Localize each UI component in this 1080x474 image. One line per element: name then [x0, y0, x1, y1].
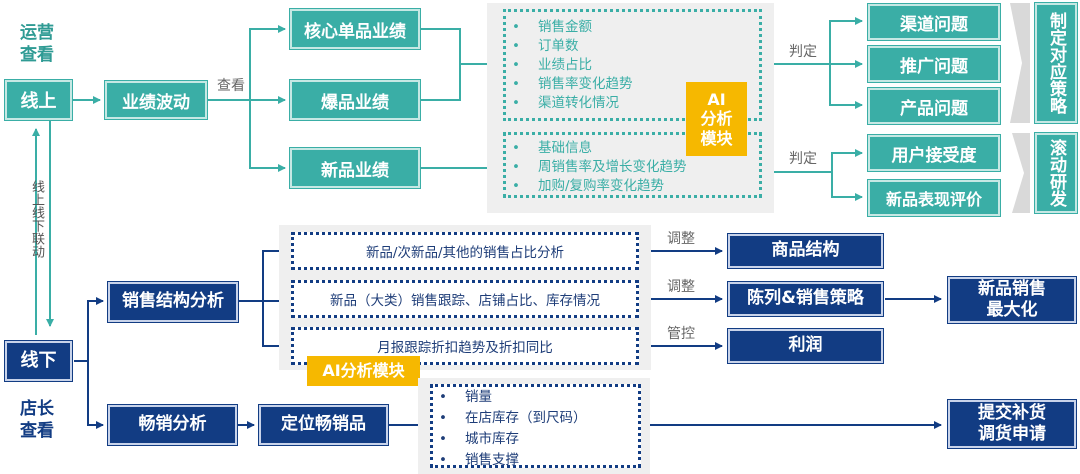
product-structure-node[interactable]: 商品结构	[728, 234, 883, 268]
view-edge-label: 查看	[217, 78, 245, 94]
display-sales-strategy-node[interactable]: 陈列&销售策略	[728, 282, 883, 316]
judge-edge-label-2: 判定	[789, 151, 817, 167]
metrics-group-2: 基础信息 周销售率及增长变化趋势 加购/复购率变化趋势	[503, 132, 762, 198]
new-item-node[interactable]: 新品业绩	[290, 148, 420, 188]
metrics-group-1: 销售金额 订单数 业绩占比 销售率变化趋势 渠道转化情况	[503, 9, 762, 121]
profit-node[interactable]: 利润	[728, 329, 883, 363]
strategy-chevron-1	[1010, 3, 1030, 123]
strategy-chevron-2	[1012, 133, 1030, 213]
core-single-item-node[interactable]: 核心单品业绩	[290, 9, 420, 49]
adjust-edge-label-2: 调整	[667, 279, 695, 295]
submit-restock-node[interactable]: 提交补货 调货申请	[948, 400, 1076, 448]
structure-row-3: 月报跟踪折扣趋势及折扣同比	[291, 327, 639, 365]
online-viewer-label: 运营 查看	[20, 23, 54, 66]
structure-row-1: 新品/次新品/其他的销售占比分析	[291, 232, 639, 270]
metric-item: 销售金额	[506, 18, 759, 37]
metric-item: 销售率变化趋势	[506, 75, 759, 94]
channel-problem-node[interactable]: 渠道问题	[868, 4, 1000, 40]
metric-item: 基础信息	[506, 139, 759, 158]
metric-item: 在店库存（到尺码）	[433, 408, 638, 429]
bestseller-analysis-node[interactable]: 畅销分析	[108, 405, 237, 445]
user-acceptance-node[interactable]: 用户接受度	[868, 135, 1000, 171]
metrics-group-1-list: 销售金额 订单数 业绩占比 销售率变化趋势 渠道转化情况	[506, 12, 759, 113]
make-strategy-node[interactable]: 制定对应策略	[1035, 3, 1077, 123]
ai-analysis-module-top[interactable]: AI 分析 模块	[686, 82, 747, 156]
metric-item: 渠道转化情况	[506, 94, 759, 113]
structure-row-2: 新品（大类）销售跟踪、店铺占比、库存情况	[291, 280, 639, 318]
locate-bestseller-node[interactable]: 定位畅销品	[259, 405, 388, 445]
hot-item-node[interactable]: 爆品业绩	[290, 80, 420, 120]
metric-item: 城市库存	[433, 429, 638, 450]
rolling-rd-node[interactable]: 滚动研发	[1035, 133, 1077, 213]
control-edge-label: 管控	[667, 326, 695, 342]
bestseller-metrics-box: 销量 在店库存（到尺码） 城市库存 销售支撑	[430, 384, 641, 468]
metric-item: 销量	[433, 387, 638, 408]
metric-item: 订单数	[506, 37, 759, 56]
metric-item: 加购/复购率变化趋势	[506, 177, 759, 196]
online-offline-link-label: 线上线下联动	[29, 180, 44, 258]
adjust-edge-label-1: 调整	[667, 231, 695, 247]
performance-fluctuation-node[interactable]: 业绩波动	[105, 81, 207, 119]
sales-structure-analysis-node[interactable]: 销售结构分析	[108, 282, 238, 322]
metric-item: 周销售率及增长变化趋势	[506, 158, 759, 177]
new-item-sales-max-node[interactable]: 新品销售 最大化	[948, 277, 1076, 323]
product-problem-node[interactable]: 产品问题	[868, 88, 1000, 124]
online-node[interactable]: 线上	[5, 80, 72, 120]
promotion-problem-node[interactable]: 推广问题	[868, 46, 1000, 82]
ai-analysis-module-bottom[interactable]: AI分析模块	[307, 356, 420, 386]
metrics-group-2-list: 基础信息 周销售率及增长变化趋势 加购/复购率变化趋势	[506, 135, 759, 196]
judge-edge-label-1: 判定	[789, 44, 817, 60]
offline-node[interactable]: 线下	[5, 341, 72, 381]
new-item-evaluation-node[interactable]: 新品表现评价	[868, 180, 1000, 216]
offline-viewer-label: 店长 查看	[20, 399, 54, 442]
bestseller-metrics-list: 销量 在店库存（到尺码） 城市库存 销售支撑	[433, 387, 638, 471]
metric-item: 业绩占比	[506, 56, 759, 75]
metric-item: 销售支撑	[433, 450, 638, 471]
